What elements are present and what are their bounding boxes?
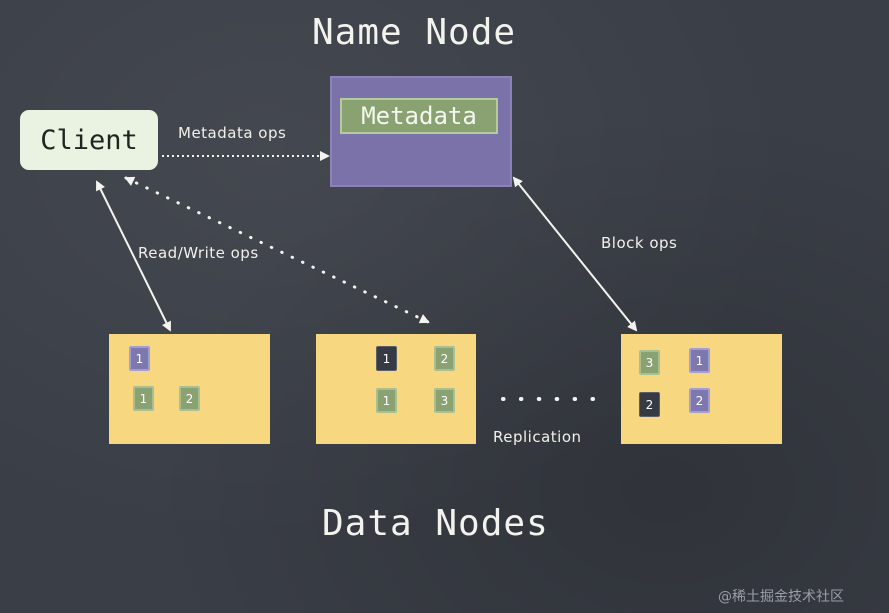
- data-node-1: 1 1 2: [109, 334, 270, 444]
- client-box: Client: [20, 110, 158, 170]
- replication-label: Replication: [493, 428, 582, 446]
- block-label: 2: [695, 393, 704, 408]
- block: 1: [133, 386, 154, 411]
- block: 2: [639, 392, 660, 417]
- block-label: 2: [645, 397, 654, 412]
- block: 3: [434, 388, 455, 413]
- block: 2: [434, 346, 455, 371]
- name-node-box: Metadata: [330, 76, 512, 187]
- block-label: 3: [440, 393, 449, 408]
- metadata-box: Metadata: [340, 98, 498, 134]
- block: 1: [376, 346, 397, 371]
- block-label: 1: [139, 391, 148, 406]
- block-label: 2: [185, 391, 194, 406]
- block-label: 1: [135, 351, 144, 366]
- block: 2: [689, 388, 710, 413]
- block: 2: [179, 386, 200, 411]
- metadata-ops-label: Metadata ops: [178, 124, 287, 142]
- block-ops-label: Block ops: [601, 234, 678, 252]
- block-label: 1: [695, 353, 704, 368]
- block: 1: [376, 388, 397, 413]
- block-label: 1: [382, 351, 391, 366]
- block-label: 1: [382, 393, 391, 408]
- block: 1: [689, 348, 710, 373]
- data-node-2: 1 2 1 3: [316, 334, 476, 444]
- name-node-title: Name Node: [312, 12, 517, 53]
- block: 3: [639, 350, 660, 375]
- data-nodes-title: Data Nodes: [322, 503, 549, 544]
- block-ops-arrow: [512, 176, 638, 332]
- watermark: @稀土掘金技术社区: [718, 589, 844, 605]
- block: 1: [129, 346, 150, 371]
- block-label: 3: [645, 355, 654, 370]
- data-node-3: 3 1 2 2: [621, 334, 782, 444]
- block-label: 2: [440, 351, 449, 366]
- read-write-ops-label: Read/Write ops: [138, 244, 259, 262]
